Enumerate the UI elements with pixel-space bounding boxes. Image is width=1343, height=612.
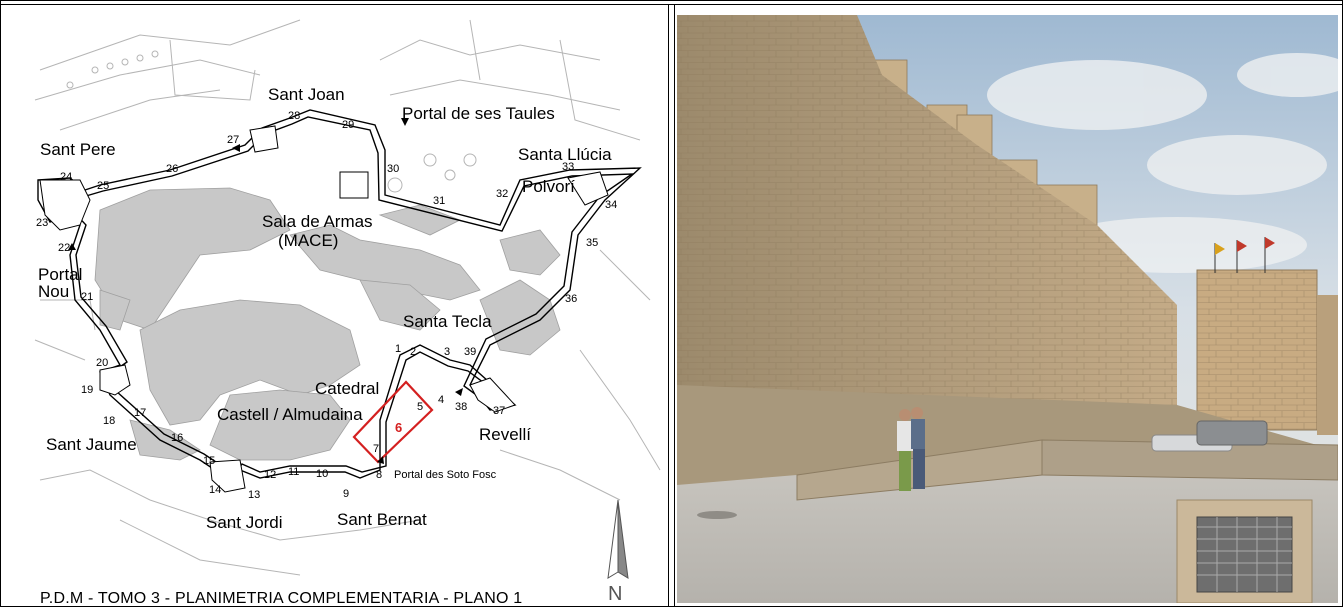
point-number: 2: [410, 346, 416, 358]
bastions: [39, 125, 609, 493]
point-number: 29: [342, 119, 354, 131]
panel-divider-right: [674, 4, 675, 607]
label-sant-jaume: Sant Jaume: [46, 435, 137, 454]
point-number: 38: [455, 401, 467, 413]
label-sant-jordi: Sant Jordi: [206, 513, 283, 532]
label-castell-almudaina: Castell / Almudaina: [217, 405, 363, 424]
label-portal: Portal: [38, 265, 82, 284]
point-number: 16: [171, 432, 183, 444]
map-svg: N Sant Joan Portal de ses Taules Sant Pe…: [34, 19, 661, 605]
gate-arrows: [68, 118, 463, 464]
point-number: 36: [565, 293, 577, 305]
point-number: 11: [288, 466, 299, 478]
point-number: 20: [96, 357, 108, 369]
point-number: 34: [605, 199, 617, 211]
arrow-icon: [401, 118, 409, 126]
point-number: 32: [496, 188, 508, 200]
label-sant-bernat: Sant Bernat: [337, 510, 427, 529]
point-number: 14: [209, 484, 221, 496]
surrounding-streets: [34, 19, 661, 576]
label-catedral: Catedral: [315, 379, 379, 398]
north-arrow-icon: [607, 499, 629, 579]
plan-caption: P.D.M - TOMO 3 - PLANIMETRIA COMPLEMENTA…: [40, 590, 523, 607]
photo-svg: [677, 15, 1338, 603]
manhole: [697, 511, 737, 519]
point-number: 7: [373, 443, 379, 455]
label-santa-tecla: Santa Tecla: [403, 312, 492, 331]
highlight-rectangle: [352, 380, 434, 464]
top-rule: [0, 4, 1343, 5]
label-polvori: Polvorí: [522, 177, 575, 196]
point-number: 18: [103, 415, 115, 427]
point-number: 10: [316, 468, 328, 480]
point-number: 27: [227, 134, 239, 146]
point-number: 31: [433, 195, 445, 207]
label-sant-pere: Sant Pere: [40, 140, 116, 159]
label-portal-soto-fosc: Portal des Soto Fosc: [394, 469, 497, 481]
point-number: 8: [376, 469, 382, 481]
north-label: N: [608, 583, 622, 605]
seated-people: [897, 407, 925, 491]
wall-photo: [677, 15, 1338, 603]
point-number: 23: [36, 217, 48, 229]
arrow-icon: [68, 243, 76, 250]
point-number: 25: [97, 180, 109, 192]
label-portal-ses-taules: Portal de ses Taules: [402, 104, 555, 123]
city-blocks: [94, 187, 561, 461]
point-number: 28: [288, 110, 300, 122]
point-number: 3: [444, 346, 450, 358]
arrow-icon: [232, 144, 240, 152]
flags: [1214, 237, 1275, 273]
label-mace: (MACE): [278, 231, 338, 250]
point-number: 26: [166, 163, 178, 175]
panel-divider-left: [668, 4, 669, 607]
point-number: 22: [58, 242, 70, 254]
point-number: 13: [248, 489, 260, 501]
point-number: 33: [562, 161, 574, 173]
fortification-map: N Sant Joan Portal de ses Taules Sant Pe…: [0, 5, 668, 607]
point-number: 4: [438, 394, 444, 406]
point-number: 21: [81, 291, 93, 303]
point-number: 17: [134, 407, 146, 419]
point-number: 39: [464, 346, 476, 358]
arrow-icon: [455, 388, 463, 396]
label-santa-llucia: Santa Llúcia: [518, 145, 612, 164]
point-number: 19: [81, 384, 93, 396]
clouds: [987, 53, 1338, 273]
point-number: 35: [586, 237, 598, 249]
label-sant-joan: Sant Joan: [268, 85, 345, 104]
floor-grate: [1176, 499, 1313, 603]
point-number: 12: [264, 469, 276, 481]
point-number: 1: [395, 343, 401, 355]
label-nou: Nou: [38, 282, 69, 301]
point-number: 9: [343, 488, 349, 500]
label-revelli: Revellí: [479, 425, 531, 444]
parked-cars: [1151, 420, 1268, 452]
wall-stonework: [677, 15, 1177, 475]
label-sala-armas: Sala de Armas: [262, 212, 373, 231]
point-number: 37: [493, 405, 505, 417]
point-number: 30: [387, 163, 399, 175]
point-number: 24: [60, 171, 72, 183]
arrow-icon: [377, 456, 384, 464]
point-number: 15: [203, 455, 215, 467]
highlight-number: 6: [395, 420, 402, 435]
point-number: 5: [417, 401, 423, 413]
